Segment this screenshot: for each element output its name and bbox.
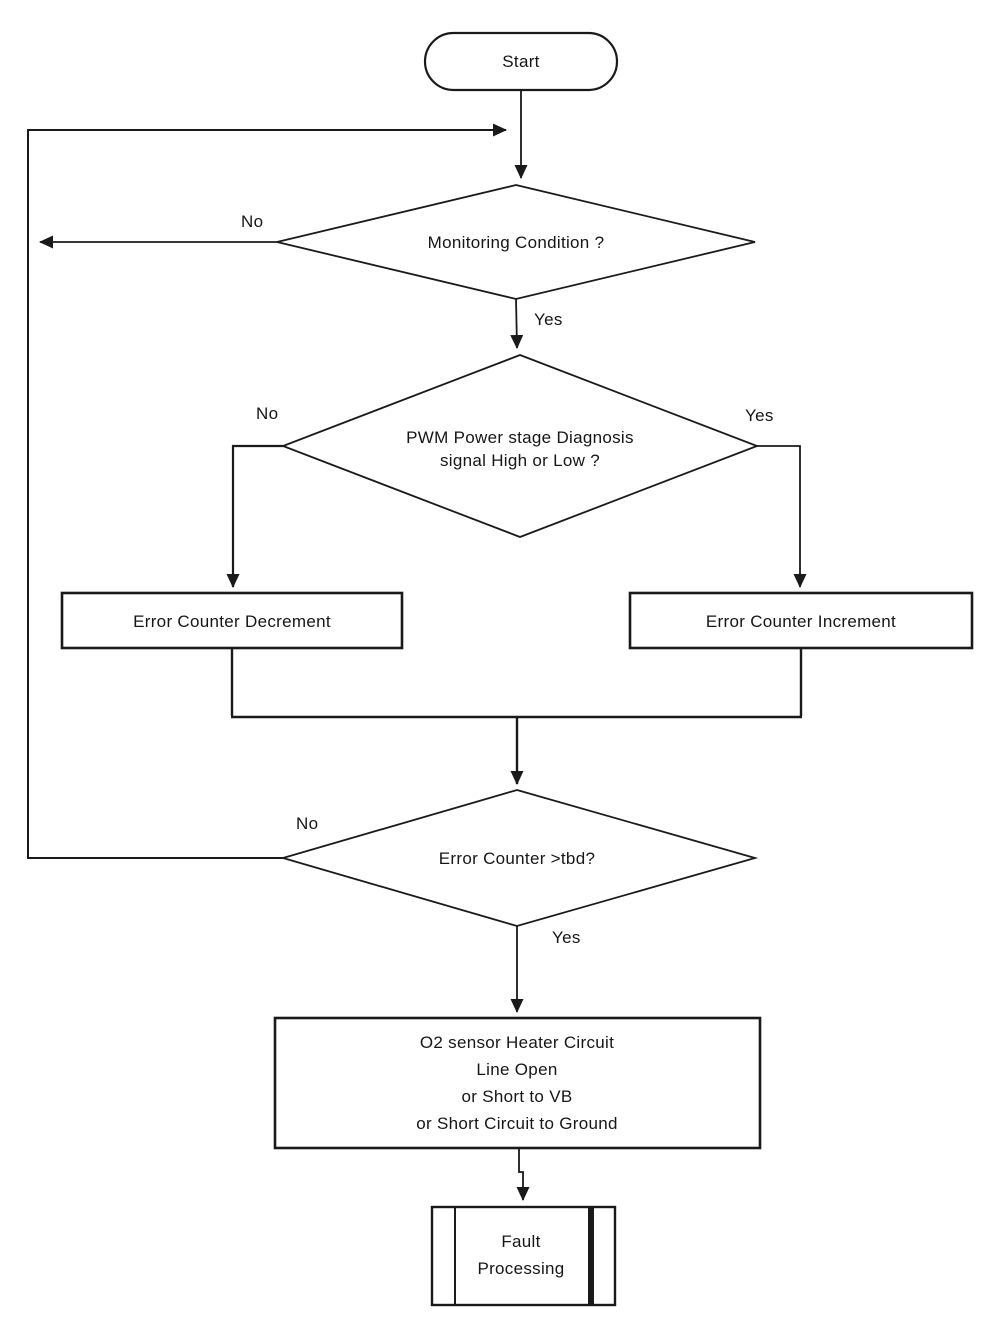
pwm-yes-label: Yes — [745, 406, 774, 425]
start-label: Start — [502, 52, 540, 71]
fault-label: Fault Processing — [455, 1228, 587, 1282]
threshold-label: Error Counter >tbd? — [438, 849, 596, 868]
edge-feedback-loop — [27, 123, 507, 859]
monitoring-label: Monitoring Condition ? — [427, 233, 605, 252]
edge-pwm-yes — [757, 445, 807, 588]
edge-monitoring-yes — [510, 298, 524, 349]
decrement-label: Error Counter Decrement — [133, 612, 331, 631]
pwm-label: PWM Power stage Diagnosis signal High or… — [330, 426, 710, 472]
threshold-yes-label: Yes — [552, 928, 581, 947]
result-label: O2 sensor Heater Circuit Line Open or Sh… — [297, 1029, 737, 1137]
result-label-line1: O2 sensor Heater Circuit — [419, 1033, 615, 1052]
result-label-line4: or Short Circuit to Ground — [416, 1114, 618, 1133]
monitoring-yes-label: Yes — [534, 310, 563, 329]
pwm-label-line2: signal High or Low ? — [439, 451, 601, 470]
pwm-no-label: No — [256, 404, 279, 423]
pwm-label-line1: PWM Power stage Diagnosis — [406, 428, 634, 447]
threshold-no-label: No — [296, 814, 319, 833]
increment-label: Error Counter Increment — [705, 612, 897, 631]
fault-label-line1: Fault — [501, 1232, 541, 1251]
result-process-shape — [273, 1016, 762, 1150]
fault-label-line2: Processing — [477, 1259, 565, 1278]
result-label-line3: or Short to VB — [461, 1087, 573, 1106]
monitoring-no-label: No — [241, 212, 264, 231]
fault-node-right-bar — [588, 1208, 594, 1304]
edge-result-to-fault — [516, 1148, 530, 1201]
edge-merge-to-threshold — [230, 648, 803, 784]
edge-pwm-no — [226, 444, 283, 588]
pwm-decision-shape — [280, 354, 760, 538]
fault-node-shape — [430, 1205, 617, 1307]
result-label-line2: Line Open — [476, 1060, 558, 1079]
